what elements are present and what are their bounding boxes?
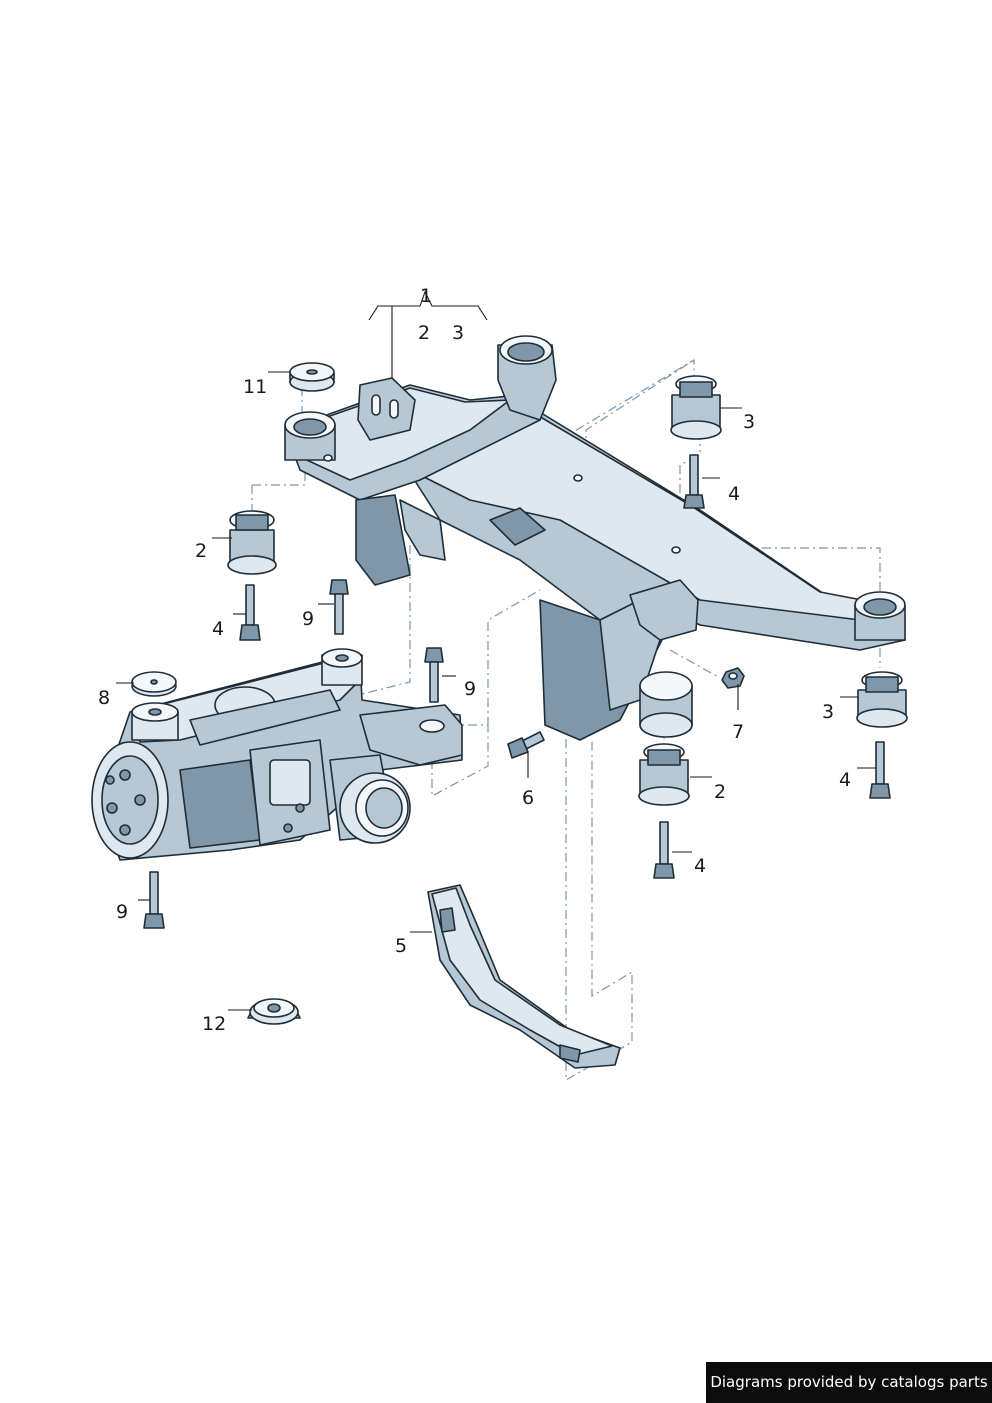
bolt-9-mid	[424, 647, 444, 703]
callout-4-bottom: 4	[694, 855, 706, 877]
callout-12: 12	[202, 1013, 226, 1035]
callout-2-right: 2	[714, 781, 726, 803]
callout-1-sub-2: 2	[418, 322, 430, 344]
callout-1: 1	[420, 285, 432, 307]
washer-11	[289, 362, 335, 392]
callout-4-right: 4	[839, 769, 851, 791]
washer-8	[131, 671, 177, 697]
callout-6: 6	[522, 787, 534, 809]
callout-11: 11	[243, 376, 267, 398]
callout-2-left: 2	[195, 540, 207, 562]
rear-drive-unit	[91, 648, 463, 861]
callout-4-upper: 4	[728, 483, 740, 505]
bolt-6	[507, 731, 545, 759]
callout-4-left: 4	[212, 618, 224, 640]
bushing-2-left	[227, 510, 277, 575]
bolt-9-lower	[143, 871, 165, 929]
callout-5: 5	[395, 935, 407, 957]
callout-7: 7	[732, 721, 744, 743]
bolt-4-bottom	[653, 821, 675, 879]
clip-nut-12	[247, 998, 301, 1025]
callout-8: 8	[98, 687, 110, 709]
callout-9-lower: 9	[116, 901, 128, 923]
credit-banner: Diagrams provided by catalogs parts	[706, 1362, 992, 1403]
nut-7	[721, 667, 745, 689]
callout-labels: 1 2 3 11 2 4 9 9 8 9 3 4 7 3 4 6 2 4 5 1…	[98, 285, 851, 1035]
bushing-3-upper	[670, 375, 722, 440]
subframe-crossmember	[284, 335, 906, 741]
bolt-4-right	[869, 741, 891, 799]
callout-9-mid: 9	[464, 678, 476, 700]
callout-9-upper: 9	[302, 608, 314, 630]
bolt-4-left	[239, 584, 261, 641]
leader-lines	[116, 290, 876, 1011]
bolt-9-upper	[329, 579, 349, 635]
bushing-2-right	[638, 743, 690, 806]
callout-3-right: 3	[822, 701, 834, 723]
support-bracket-5	[427, 884, 621, 1069]
callout-1-sub-3: 3	[452, 322, 464, 344]
callout-3-upper: 3	[743, 411, 755, 433]
bushing-3-right	[856, 671, 908, 728]
bolt-4-upper	[683, 454, 705, 509]
